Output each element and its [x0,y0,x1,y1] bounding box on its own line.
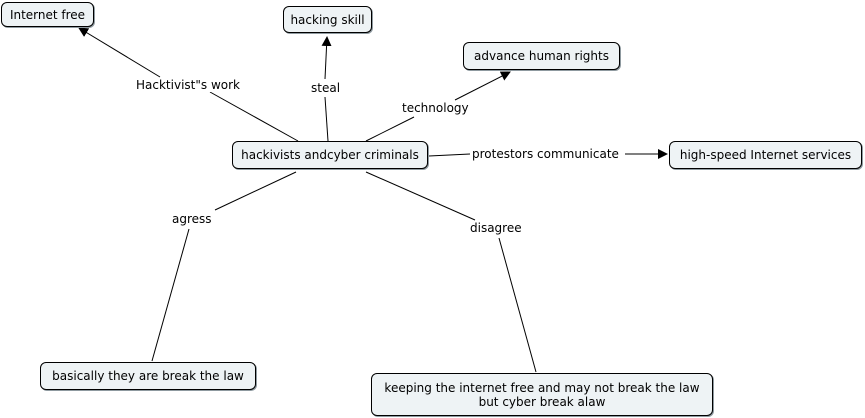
arrow-to-internet-free [78,27,161,78]
line-disagree-to-keeping [498,237,537,373]
link-label-technology[interactable]: technology [400,101,471,115]
link-label-disagree[interactable]: disagree [468,221,524,235]
concept-hackivists-cyber-criminals[interactable]: hackivists andcyber criminals [232,141,428,169]
line-center-to-steal-label [324,96,329,142]
concept-high-speed-internet[interactable]: high-speed Internet services [669,141,862,169]
link-label-steal[interactable]: steal [309,81,343,95]
concept-keeping-internet-free[interactable]: keeping the internet free and may not br… [371,373,713,416]
concept-keeping-line-1: keeping the internet free and may not br… [384,380,700,395]
concept-internet-free[interactable]: Internet free [1,2,94,27]
line-center-to-agress-label [214,171,297,211]
line-agress-to-basically [151,228,190,362]
concept-advance-human-rights[interactable]: advance human rights [463,42,620,70]
link-label-hacktivists-work[interactable]: Hacktivist"s work [134,78,242,92]
link-label-protestors-communicate[interactable]: protestors communicate [470,147,621,161]
arrow-to-hacking-skill [321,36,332,80]
line-center-to-hacktivists-label [209,91,299,142]
line-center-to-disagree-label [365,171,476,221]
concept-basically-break-law[interactable]: basically they are break the law [40,362,256,390]
concept-hacking-skill[interactable]: hacking skill [283,6,372,33]
link-label-agress[interactable]: agress [170,212,214,226]
concept-keeping-line-2: but cyber break alaw [478,394,606,409]
arrow-to-advance-human-rights [454,71,511,101]
line-center-to-protestors-label [428,153,471,157]
line-center-to-technology-label [365,116,415,142]
